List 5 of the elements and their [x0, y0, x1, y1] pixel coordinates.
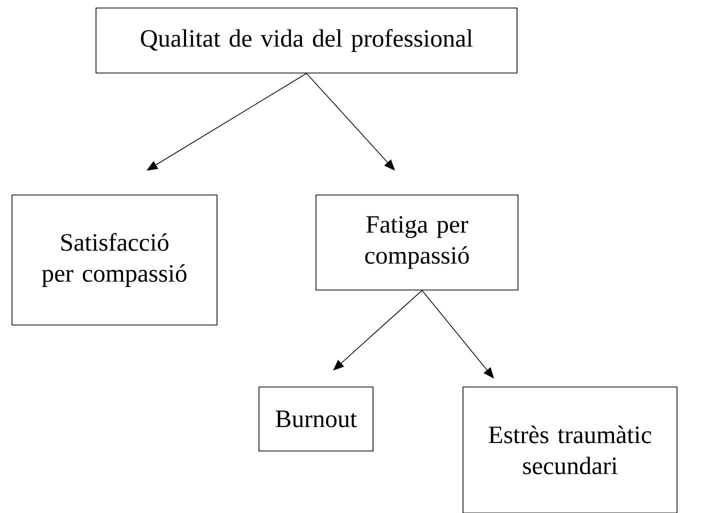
text-box: Qualitat de vida del professional — [96, 8, 518, 74]
text-box: Burnout — [258, 386, 374, 452]
text-box: Satisfacció per compassió — [12, 194, 218, 326]
text-box: Estrès traumàtic secundari — [462, 386, 678, 513]
text-box: Fatiga per compassió — [316, 194, 518, 290]
